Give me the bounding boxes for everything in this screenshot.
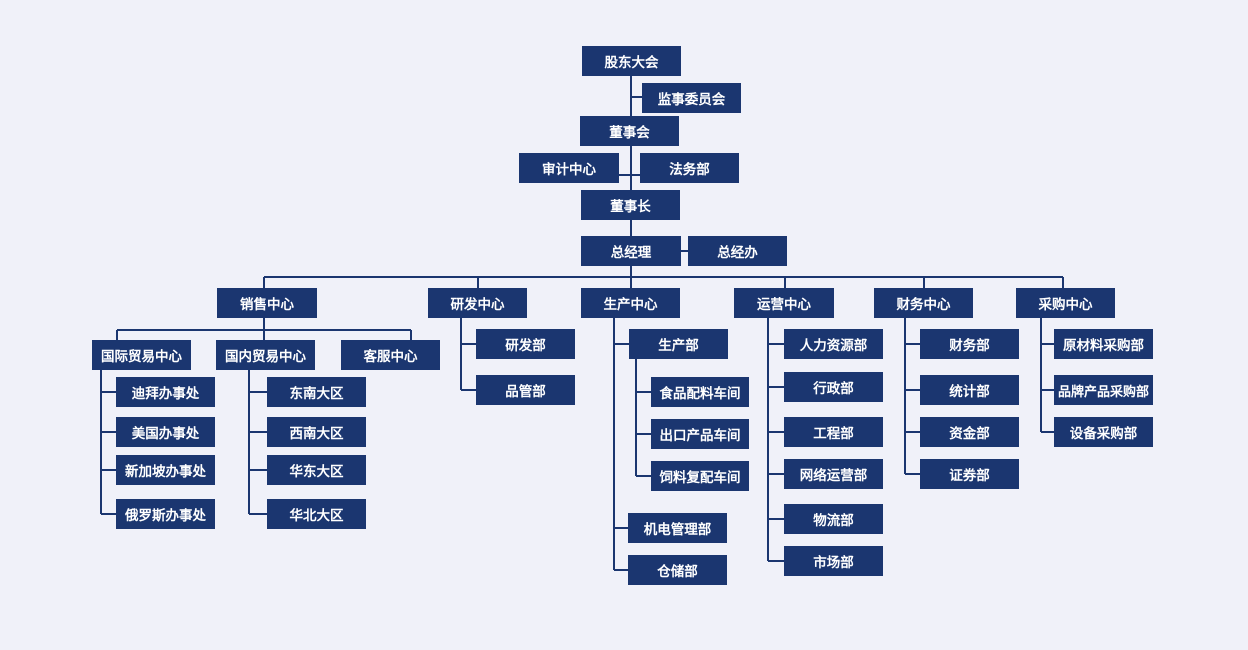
- node-export-product-workshop: 出口产品车间: [651, 419, 749, 449]
- node-dubai-office: 迪拜办事处: [116, 377, 215, 407]
- node-intl-trade-center: 国际贸易中心: [92, 340, 191, 370]
- node-raw-material-purchasing: 原材料采购部: [1054, 329, 1153, 359]
- node-southeast-region: 东南大区: [267, 377, 366, 407]
- node-production-dept: 生产部: [629, 329, 728, 359]
- node-purchasing-center: 采购中心: [1016, 288, 1115, 318]
- node-production-center: 生产中心: [581, 288, 680, 318]
- node-logistics-dept: 物流部: [784, 504, 883, 534]
- node-admin-dept: 行政部: [784, 372, 883, 402]
- node-supervisors: 监事委员会: [642, 83, 741, 113]
- node-operations-center: 运营中心: [734, 288, 834, 318]
- node-legal: 法务部: [640, 153, 739, 183]
- node-rnd-center: 研发中心: [428, 288, 527, 318]
- node-east-region: 华东大区: [267, 455, 366, 485]
- node-russia-office: 俄罗斯办事处: [116, 499, 215, 529]
- node-shareholders: 股东大会: [582, 46, 681, 76]
- node-engineering-dept: 工程部: [784, 417, 883, 447]
- node-feed-compound-workshop: 饲料复配车间: [651, 461, 749, 491]
- node-statistics-dept: 统计部: [920, 375, 1019, 405]
- node-hr-dept: 人力资源部: [784, 329, 883, 359]
- node-warehouse-dept: 仓储部: [628, 555, 727, 585]
- node-sales-center: 销售中心: [217, 288, 317, 318]
- node-customer-service-center: 客服中心: [341, 340, 440, 370]
- node-finance-dept: 财务部: [920, 329, 1019, 359]
- node-chairman: 董事长: [581, 190, 680, 220]
- node-board: 董事会: [580, 116, 679, 146]
- node-securities-dept: 证券部: [920, 459, 1019, 489]
- node-quality-dept: 品管部: [476, 375, 575, 405]
- node-gm-office: 总经办: [688, 236, 787, 266]
- node-finance-center: 财务中心: [874, 288, 973, 318]
- node-equipment-purchasing: 设备采购部: [1054, 417, 1153, 447]
- node-rnd-dept: 研发部: [476, 329, 575, 359]
- node-usa-office: 美国办事处: [116, 417, 215, 447]
- node-funds-dept: 资金部: [920, 417, 1019, 447]
- node-north-region: 华北大区: [267, 499, 366, 529]
- node-singapore-office: 新加坡办事处: [116, 455, 215, 485]
- node-electromechanical-dept: 机电管理部: [628, 513, 727, 543]
- node-food-ingredient-workshop: 食品配料车间: [651, 377, 749, 407]
- node-marketing-dept: 市场部: [784, 546, 883, 576]
- node-southwest-region: 西南大区: [267, 417, 366, 447]
- node-domestic-trade-center: 国内贸易中心: [216, 340, 315, 370]
- node-online-ops-dept: 网络运营部: [784, 459, 883, 489]
- node-audit: 审计中心: [519, 153, 619, 183]
- node-brand-product-purchasing: 品牌产品采购部: [1054, 375, 1153, 405]
- node-gm: 总经理: [581, 236, 681, 266]
